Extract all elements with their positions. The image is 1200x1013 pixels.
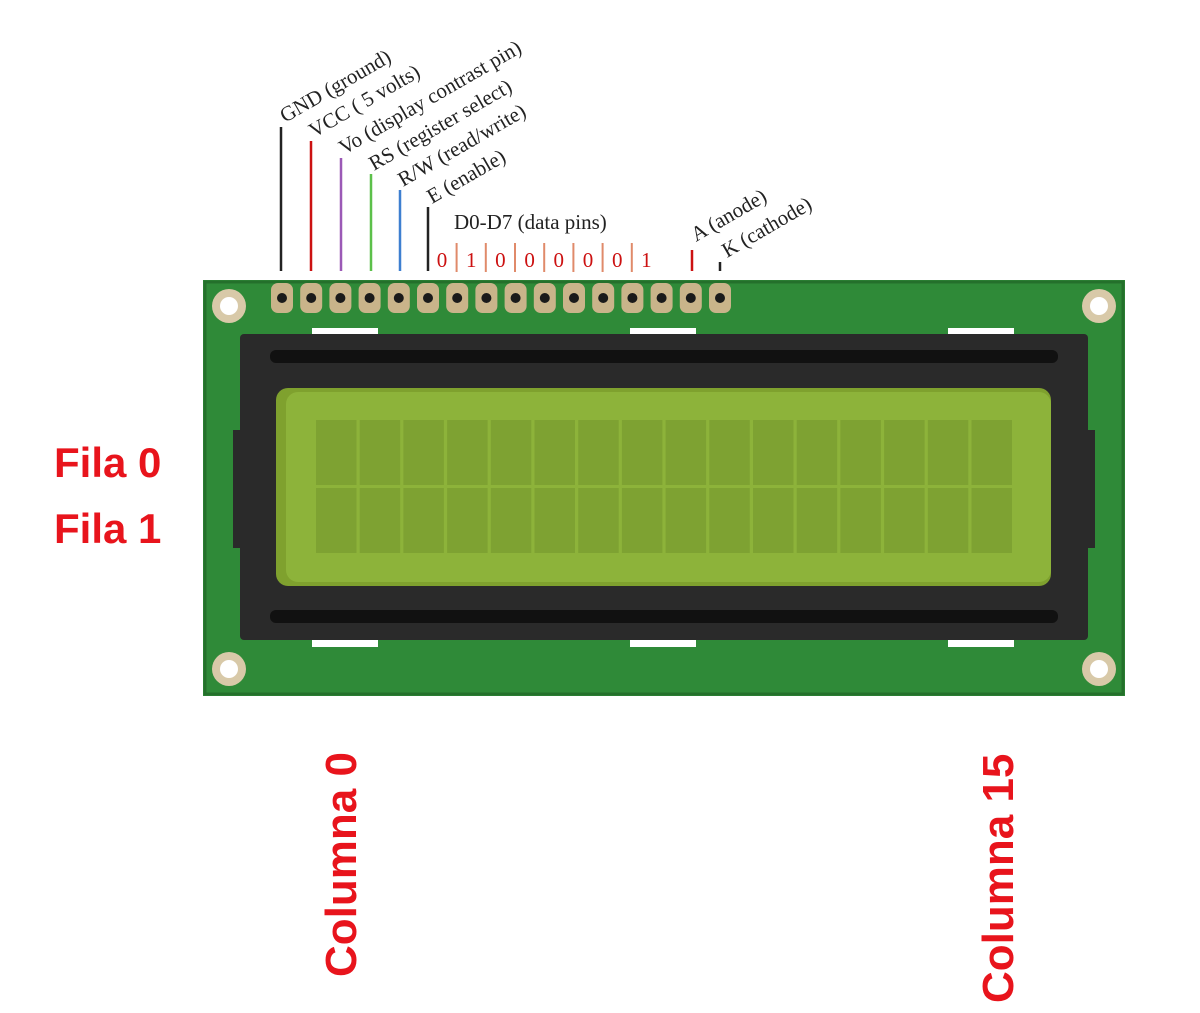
mounting-hole-icon bbox=[212, 652, 246, 686]
pin-wires bbox=[279, 127, 722, 271]
character-cell bbox=[971, 420, 1012, 485]
data-bit-value: 1 bbox=[641, 248, 652, 272]
character-cell bbox=[927, 488, 969, 553]
header-pin-icon bbox=[387, 283, 410, 313]
character-cell bbox=[665, 420, 707, 485]
character-cell bbox=[359, 488, 401, 553]
header-pin-icon bbox=[300, 283, 323, 313]
character-cell bbox=[578, 488, 619, 553]
character-cell bbox=[796, 420, 838, 485]
header-pin-icon bbox=[621, 283, 644, 313]
character-cell bbox=[884, 488, 925, 553]
character-cell bbox=[840, 488, 881, 553]
mounting-hole-icon bbox=[212, 289, 246, 323]
header-pin-icon bbox=[417, 283, 439, 313]
character-cell bbox=[709, 420, 750, 485]
data-bit-value: 0 bbox=[612, 248, 623, 272]
header-pin-icon bbox=[679, 283, 702, 313]
character-cell bbox=[927, 420, 969, 485]
row-0-label: Fila 0 bbox=[54, 439, 161, 486]
character-cell bbox=[578, 420, 619, 485]
column-last-label: Columna 15 bbox=[974, 754, 1023, 1003]
character-cell bbox=[665, 488, 707, 553]
character-cell bbox=[709, 488, 750, 553]
character-cell bbox=[621, 420, 663, 485]
bezel-clips bbox=[312, 328, 1014, 647]
character-cell bbox=[534, 420, 575, 485]
header-pin-icon bbox=[709, 283, 731, 313]
mounting-holes bbox=[212, 289, 1116, 686]
character-cell bbox=[359, 420, 401, 485]
header-pin-icon bbox=[475, 283, 498, 313]
character-cell bbox=[447, 488, 488, 553]
character-cell bbox=[316, 420, 357, 485]
character-cell bbox=[316, 488, 357, 553]
character-cell bbox=[796, 488, 838, 553]
header-pin-icon bbox=[592, 283, 615, 313]
data-bit-value: 0 bbox=[583, 248, 594, 272]
mounting-hole-icon bbox=[1082, 289, 1116, 323]
header-pin-icon bbox=[358, 283, 381, 313]
header-pin-icon bbox=[446, 283, 469, 313]
header-pin-icon bbox=[504, 283, 527, 313]
header-pin-icon bbox=[650, 283, 673, 313]
data-bit-value: 0 bbox=[495, 248, 506, 272]
character-cell bbox=[447, 420, 488, 485]
character-cell-grid bbox=[316, 420, 1012, 553]
character-cell bbox=[490, 420, 532, 485]
header-pin-icon bbox=[329, 283, 352, 313]
data-bit-value: 0 bbox=[524, 248, 535, 272]
data-bit-value: 1 bbox=[466, 248, 477, 272]
header-pins bbox=[271, 283, 731, 313]
header-pin-icon bbox=[533, 283, 556, 313]
character-cell bbox=[840, 420, 881, 485]
character-cell bbox=[403, 488, 444, 553]
character-cell bbox=[621, 488, 663, 553]
data-bit-value: 0 bbox=[437, 248, 448, 272]
character-cell bbox=[753, 420, 794, 485]
header-pin-icon bbox=[271, 283, 293, 313]
character-cell bbox=[884, 420, 925, 485]
data-bit-value: 0 bbox=[554, 248, 565, 272]
character-cell bbox=[971, 488, 1012, 553]
character-cell bbox=[490, 488, 532, 553]
header-pin-icon bbox=[563, 283, 585, 313]
character-cell bbox=[403, 420, 444, 485]
character-cell bbox=[753, 488, 794, 553]
column-first-label: Columna 0 bbox=[317, 752, 366, 977]
data-pins-label: D0-D7 (data pins) bbox=[454, 210, 607, 234]
character-cell bbox=[534, 488, 575, 553]
mounting-hole-icon bbox=[1082, 652, 1116, 686]
row-1-label: Fila 1 bbox=[54, 505, 161, 552]
